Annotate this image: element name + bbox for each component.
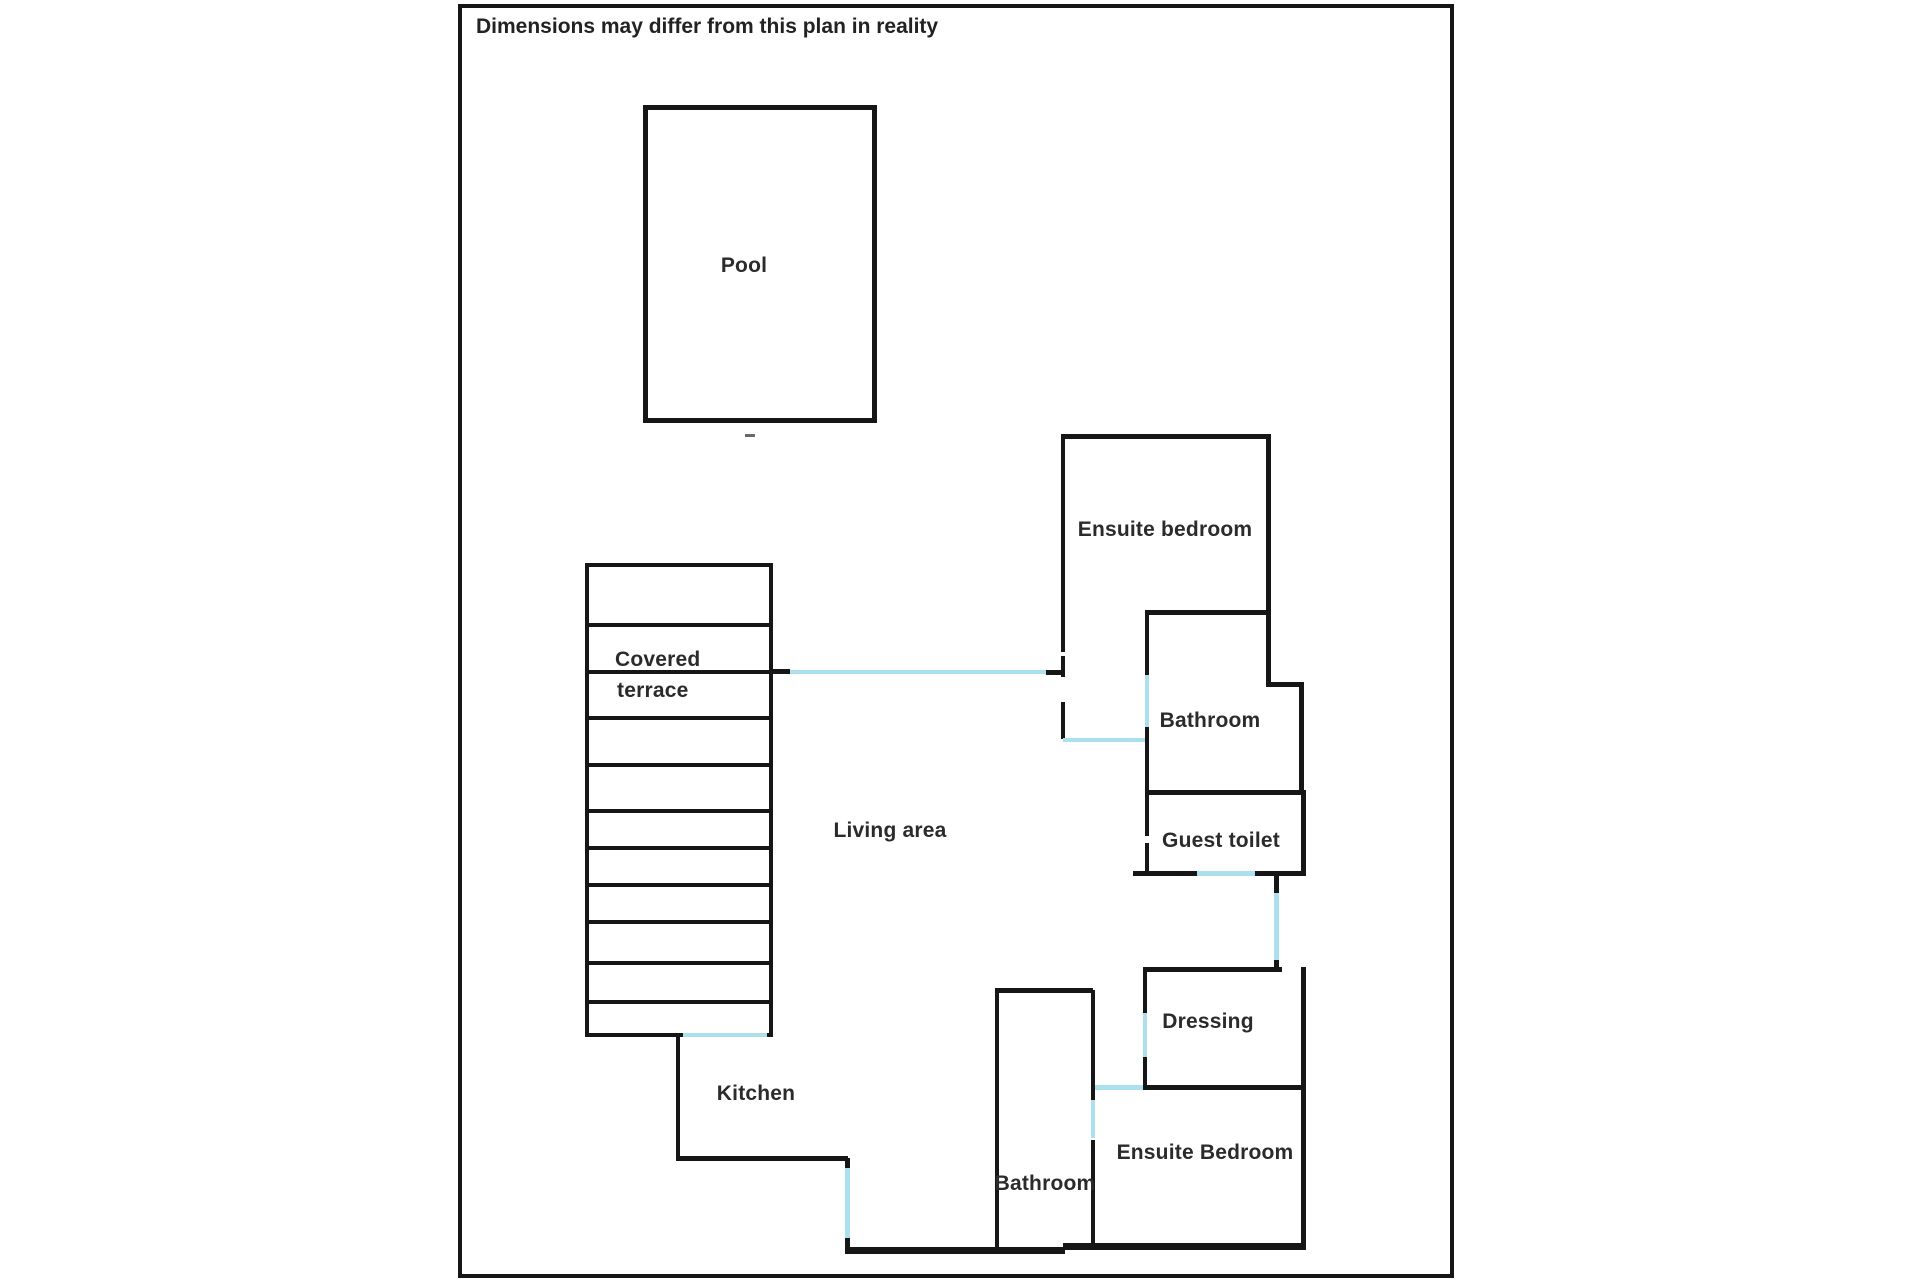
dressing-wall-top: [1143, 967, 1282, 972]
dressing-wall-left-a: [1143, 967, 1147, 1013]
terrace-slat-line: [587, 1000, 771, 1004]
terrace-slat-line: [587, 670, 771, 674]
pool-label: Pool: [720, 254, 768, 277]
terrace-slat-line: [587, 623, 771, 627]
kitchen-wall-left: [676, 1037, 680, 1160]
dressing-wall-bottom: [1143, 1085, 1306, 1090]
connector-stub-bottom: [1274, 960, 1279, 969]
guest-toilet-label: Guest toilet: [1162, 829, 1280, 852]
living-area-door-line: [790, 670, 1046, 674]
pool-mark: [745, 434, 755, 437]
kitchen-label: Kitchen: [716, 1082, 796, 1105]
kitchen-door-stub-bottom: [845, 1238, 850, 1250]
bathroom-top-wall-right: [1299, 682, 1304, 794]
covered-terrace-label-line1: Covered: [615, 648, 701, 671]
bathroom-top-wall-jog: [1266, 682, 1304, 687]
bathroom-bottom-door-right: [1091, 1100, 1095, 1138]
guest-toilet-wall-left-b: [1145, 843, 1149, 873]
ensuite-top-wall-left-c: [1061, 702, 1065, 739]
guest-toilet-wall-bottom-a: [1133, 871, 1197, 876]
dressing-bathroom-door: [1093, 1085, 1143, 1090]
ensuite-top-door-bottom: [1063, 738, 1145, 742]
terrace-slat-line: [587, 920, 771, 924]
bathroom-bottom-wall-right-c: [1091, 1140, 1095, 1250]
terrace-kitchen-door: [683, 1033, 767, 1037]
dressing-wall-left-b: [1143, 1057, 1147, 1087]
plan-outer-border: [458, 4, 1454, 1278]
ensuite-bottom-wall-right: [1301, 1085, 1306, 1250]
connector-stub-top: [1274, 876, 1279, 893]
ensuite-bedroom-top-label: Ensuite bedroom: [1077, 518, 1253, 541]
covered-terrace-label-line2: terrace: [617, 679, 689, 702]
bathroom-top-wall-top: [1145, 610, 1268, 615]
house-bottom-wall-right: [1063, 1243, 1306, 1250]
wall-stub-terrace-right: [773, 669, 790, 674]
pool-outline: [643, 105, 877, 423]
bathroom-bottom-label: Bathroom: [994, 1172, 1096, 1195]
bathroom-top-wall-left-b: [1145, 727, 1149, 793]
ensuite-top-wall-right: [1266, 434, 1271, 687]
ensuite-bedroom-bottom-label: Ensuite Bedroom: [1116, 1141, 1294, 1164]
kitchen-door-stub-top: [845, 1158, 850, 1168]
ensuite-top-wall-left-b: [1061, 656, 1065, 677]
terrace-slat-line: [587, 716, 771, 720]
bathroom-top-wall-left-a: [1145, 610, 1149, 675]
connector-door-line: [1274, 893, 1279, 960]
bathroom-bottom-wall-top: [995, 988, 1093, 993]
disclaimer-text: Dimensions may differ from this plan in …: [476, 15, 939, 38]
bathroom-top-door-left: [1145, 675, 1149, 727]
bathroom-bottom-wall-right-a: [1091, 990, 1095, 1087]
dressing-wall-right: [1301, 967, 1306, 1089]
covered-terrace-outline: [585, 563, 773, 1037]
terrace-slat-line: [587, 763, 771, 767]
terrace-slat-line: [587, 846, 771, 850]
ensuite-top-wall-top: [1061, 434, 1271, 439]
terrace-slat-line: [587, 961, 771, 965]
terrace-slat-line: [587, 809, 771, 813]
kitchen-door-line: [845, 1168, 850, 1238]
living-area-label: Living area: [833, 819, 947, 842]
bathroom-top-wall-bottom: [1145, 790, 1306, 795]
terrace-slat-line: [587, 883, 771, 887]
dressing-door-left: [1143, 1013, 1147, 1057]
house-bottom-wall-left: [845, 1247, 1065, 1254]
guest-toilet-door-bottom: [1197, 871, 1255, 876]
guest-toilet-wall-right: [1301, 795, 1306, 873]
bathroom-bottom-wall-left: [995, 988, 999, 1250]
guest-toilet-wall-left-a: [1145, 795, 1149, 836]
wall-stub-ensuite-left: [1046, 670, 1063, 675]
ensuite-top-wall-left-a: [1061, 434, 1065, 652]
kitchen-wall-bottom: [676, 1156, 848, 1161]
dressing-label: Dressing: [1162, 1010, 1254, 1033]
bathroom-bottom-wall-right-b: [1091, 1087, 1095, 1100]
guest-toilet-wall-bottom-b: [1255, 871, 1306, 876]
bathroom-top-label: Bathroom: [1159, 709, 1261, 732]
